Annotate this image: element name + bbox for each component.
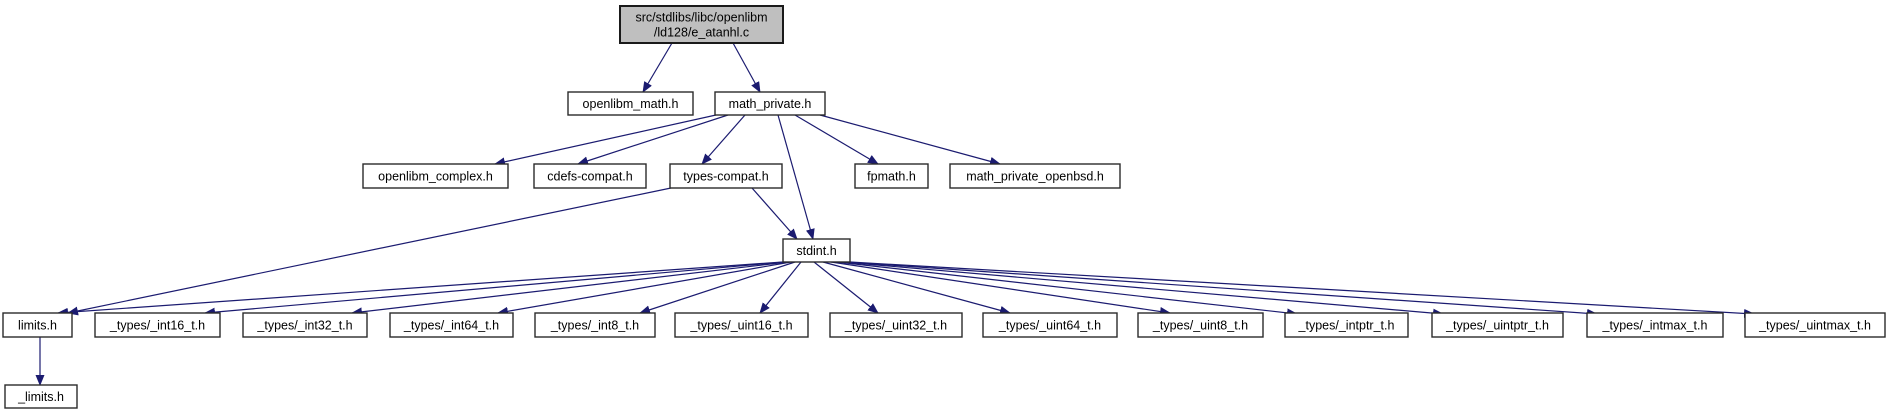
node-box-intmax[interactable]	[1586, 312, 1724, 338]
edge-stdint-to-uintptr	[841, 261, 1444, 318]
node-box-math_private[interactable]	[714, 91, 826, 116]
node-label-fpmath: fpmath.h	[867, 170, 916, 184]
node-box-math_private_openbsd[interactable]	[949, 163, 1121, 189]
node-label-openlibm_math: openlibm_math.h	[583, 97, 679, 111]
edge-stdint-to-int32	[351, 261, 789, 317]
node-label-int16: _types/_int16_t.h	[109, 319, 205, 333]
node-math_private[interactable]: math_private.h	[714, 91, 826, 116]
edge-stdint-to-uint8	[830, 261, 1171, 316]
edge-types_compat-to-limits	[67, 187, 672, 316]
edge-math_private-to-math_private_openbsd	[819, 114, 1001, 166]
edge-stdint-to-uint32	[813, 261, 879, 314]
node-uint64[interactable]: _types/_uint64_t.h	[982, 312, 1118, 338]
edge-math_private-to-cdefs_compat	[577, 114, 729, 166]
edge-math_private-to-stdint	[777, 114, 815, 240]
node-label-int32: _types/_int32_t.h	[256, 319, 352, 333]
edge-e_atanhl-to-math_private	[732, 42, 761, 93]
node-intmax[interactable]: _types/_intmax_t.h	[1586, 312, 1724, 338]
edge-e_atanhl-to-openlibm_math	[642, 42, 673, 93]
node-uint8[interactable]: _types/_uint8_t.h	[1137, 312, 1264, 338]
node-label-stdint: stdint.h	[796, 244, 836, 258]
node-box-openlibm_complex[interactable]	[362, 163, 509, 189]
node-box-e_atanhl[interactable]	[619, 5, 784, 44]
node-label-e_atanhl: src/stdlibs/libc/openlibm/ld128/e_atanhl…	[636, 11, 768, 40]
node-stdint[interactable]: stdint.h	[782, 238, 851, 263]
node-box-uint32[interactable]	[829, 312, 963, 338]
node-label-openlibm_complex: openlibm_complex.h	[378, 170, 493, 184]
node-_limits[interactable]: _limits.h	[4, 384, 78, 409]
edge-stdint-to-intptr	[836, 261, 1298, 318]
node-uint32[interactable]: _types/_uint32_t.h	[829, 312, 963, 338]
node-box-int16[interactable]	[94, 312, 221, 338]
node-box-stdint[interactable]	[782, 238, 851, 263]
node-int64[interactable]: _types/_int64_t.h	[389, 312, 514, 338]
edge-stdint-to-int16	[204, 261, 786, 317]
edge-math_private-to-types_compat	[701, 114, 746, 165]
edge-stdint-to-int8	[639, 261, 796, 315]
node-box-limits[interactable]	[2, 312, 73, 338]
edge-stdint-to-uint64	[822, 261, 1011, 315]
node-box-uint64[interactable]	[982, 312, 1118, 338]
node-label-intptr: _types/_intptr_t.h	[1298, 319, 1395, 333]
node-uint16[interactable]: _types/_uint16_t.h	[674, 312, 809, 338]
node-uintptr[interactable]: _types/_uintptr_t.h	[1431, 312, 1564, 338]
node-label-limits: limits.h	[18, 319, 57, 333]
node-box-int64[interactable]	[389, 312, 514, 338]
nodes-layer: src/stdlibs/libc/openlibm/ld128/e_atanhl…	[2, 5, 1886, 409]
node-uintmax[interactable]: _types/_uintmax_t.h	[1744, 312, 1886, 338]
node-cdefs_compat[interactable]: cdefs-compat.h	[533, 163, 647, 189]
edge-math_private-to-openlibm_complex	[494, 114, 717, 167]
node-box-uintmax[interactable]	[1744, 312, 1886, 338]
node-label-types_compat: types-compat.h	[683, 170, 769, 184]
edge-stdint-to-limits	[57, 261, 784, 317]
edge-types_compat-to-stdint	[751, 187, 798, 240]
node-box-types_compat[interactable]	[669, 163, 783, 189]
edge-stdint-to-uint16	[759, 261, 802, 314]
node-openlibm_complex[interactable]: openlibm_complex.h	[362, 163, 509, 189]
node-box-int32[interactable]	[242, 312, 368, 338]
node-box-openlibm_math[interactable]	[567, 91, 694, 116]
node-label-_limits: _limits.h	[17, 390, 64, 404]
node-box-fpmath[interactable]	[854, 163, 929, 189]
node-limits[interactable]: limits.h	[2, 312, 73, 338]
node-e_atanhl[interactable]: src/stdlibs/libc/openlibm/ld128/e_atanhl…	[619, 5, 784, 44]
node-fpmath[interactable]: fpmath.h	[854, 163, 929, 189]
node-label-math_private: math_private.h	[729, 97, 812, 111]
node-intptr[interactable]: _types/_intptr_t.h	[1284, 312, 1409, 338]
node-label-uint8: _types/_uint8_t.h	[1152, 319, 1248, 333]
node-label-cdefs_compat: cdefs-compat.h	[547, 170, 633, 184]
node-box-uint8[interactable]	[1137, 312, 1264, 338]
node-label-int8: _types/_int8_t.h	[550, 319, 639, 333]
node-box-uintptr[interactable]	[1431, 312, 1564, 338]
node-label-int64: _types/_int64_t.h	[403, 319, 499, 333]
node-label-math_private_openbsd: math_private_openbsd.h	[966, 170, 1104, 184]
node-box-cdefs_compat[interactable]	[533, 163, 647, 189]
node-label-uintmax: _types/_uintmax_t.h	[1758, 319, 1871, 333]
node-label-intmax: _types/_intmax_t.h	[1602, 319, 1708, 333]
edge-stdint-to-int64	[497, 261, 792, 316]
node-types_compat[interactable]: types-compat.h	[669, 163, 783, 189]
node-box-intptr[interactable]	[1284, 312, 1409, 338]
edges-layer	[35, 42, 1755, 386]
node-label-uintptr: _types/_uintptr_t.h	[1445, 319, 1549, 333]
node-label-uint32: _types/_uint32_t.h	[844, 319, 947, 333]
node-label-uint16: _types/_uint16_t.h	[689, 319, 792, 333]
node-math_private_openbsd[interactable]: math_private_openbsd.h	[949, 163, 1121, 189]
edge-math_private-to-fpmath	[794, 114, 879, 165]
node-label-uint64: _types/_uint64_t.h	[998, 319, 1101, 333]
node-int8[interactable]: _types/_int8_t.h	[534, 312, 656, 338]
node-int16[interactable]: _types/_int16_t.h	[94, 312, 221, 338]
edge-stdint-to-uintmax	[849, 261, 1755, 318]
node-box-uint16[interactable]	[674, 312, 809, 338]
node-openlibm_math[interactable]: openlibm_math.h	[567, 91, 694, 116]
node-int32[interactable]: _types/_int32_t.h	[242, 312, 368, 338]
edge-stdint-to-intmax	[845, 261, 1598, 318]
node-box-_limits[interactable]	[4, 384, 78, 409]
node-box-int8[interactable]	[534, 312, 656, 338]
